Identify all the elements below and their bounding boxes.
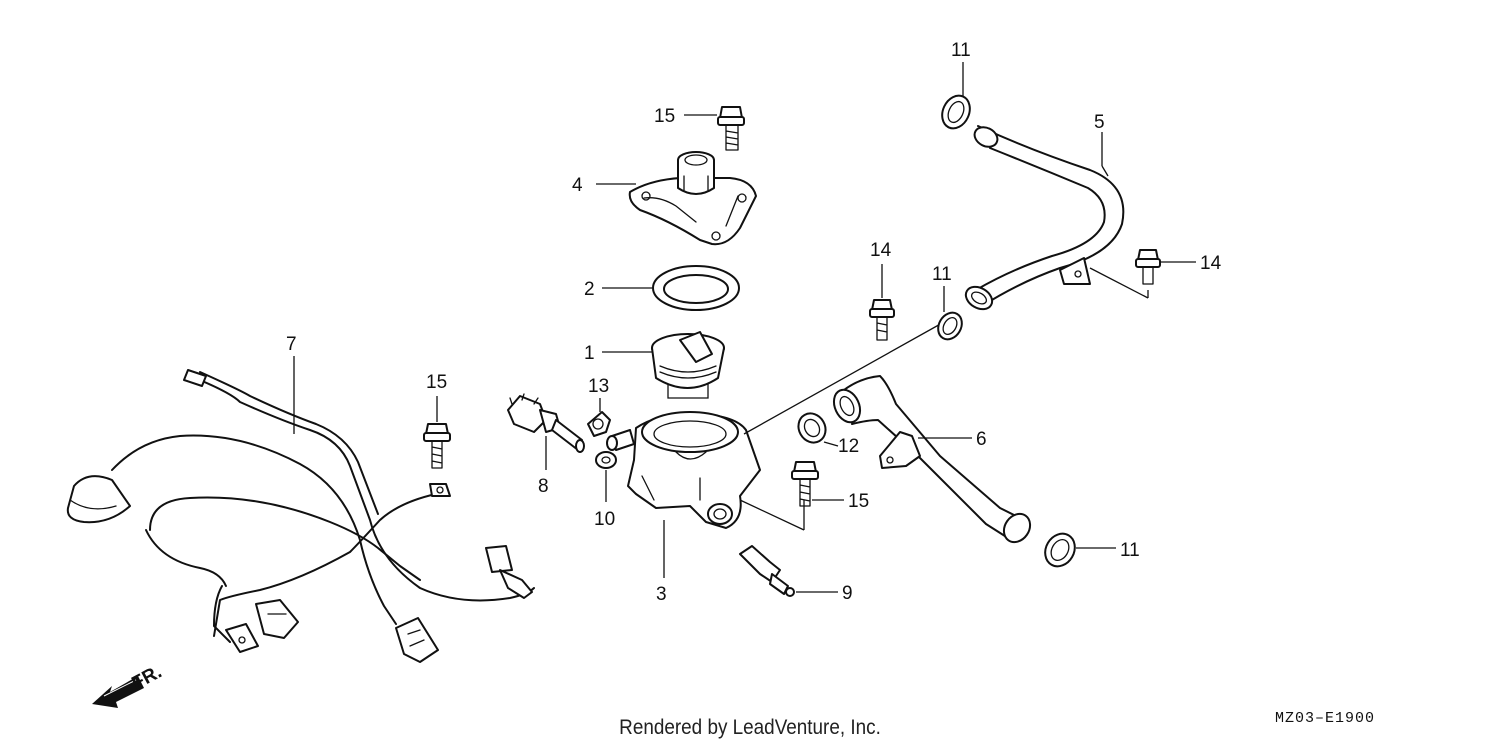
temp-switch-9[interactable] bbox=[739, 545, 795, 597]
callout-6: 6 bbox=[976, 429, 987, 450]
thermostat-cover-4[interactable] bbox=[628, 151, 757, 246]
callout-11-mid: 11 bbox=[932, 264, 952, 285]
thermostat-housing-3[interactable] bbox=[606, 411, 761, 529]
washer-10[interactable] bbox=[595, 451, 617, 469]
bolt-14-left[interactable] bbox=[869, 299, 895, 341]
callout-15-right: 15 bbox=[848, 491, 869, 512]
front-direction-arrow: FR. bbox=[92, 662, 165, 708]
lower-pipe-6[interactable] bbox=[829, 375, 1035, 547]
callout-11-top: 11 bbox=[951, 40, 971, 61]
callout-9: 9 bbox=[842, 583, 853, 604]
clip-13[interactable] bbox=[587, 411, 611, 437]
wire-harness-7[interactable] bbox=[66, 369, 535, 663]
callout-15-top: 15 bbox=[654, 106, 675, 127]
bolt-15-left[interactable] bbox=[423, 423, 451, 469]
callout-15-left: 15 bbox=[426, 372, 447, 393]
bolt-15-housing[interactable] bbox=[791, 461, 819, 507]
callout-10: 10 bbox=[594, 509, 615, 530]
callout-5: 5 bbox=[1094, 112, 1105, 133]
callout-12: 12 bbox=[838, 436, 859, 457]
bolt-14-right[interactable] bbox=[1135, 249, 1161, 285]
clamp-12[interactable] bbox=[793, 409, 831, 448]
clamp-11-bottom[interactable] bbox=[1039, 528, 1080, 571]
temp-sensor-8[interactable] bbox=[507, 393, 585, 453]
rendered-by-footer: Rendered by LeadVenture, Inc. bbox=[619, 716, 881, 739]
callout-11-bottom: 11 bbox=[1120, 540, 1140, 561]
thermostat-1[interactable] bbox=[651, 331, 725, 399]
callout-14-right: 14 bbox=[1200, 253, 1222, 274]
bolt-15-top[interactable] bbox=[717, 106, 745, 151]
callout-13: 13 bbox=[588, 376, 609, 397]
callout-3: 3 bbox=[656, 584, 667, 605]
upper-hose-5[interactable] bbox=[962, 123, 1125, 313]
clamp-11-mid[interactable] bbox=[933, 308, 966, 343]
callout-2: 2 bbox=[584, 279, 595, 300]
clamp-11-top[interactable] bbox=[937, 91, 975, 133]
callout-4: 4 bbox=[572, 175, 583, 196]
callout-14-left: 14 bbox=[870, 240, 892, 261]
o-ring-2[interactable] bbox=[652, 265, 740, 311]
callout-1: 1 bbox=[584, 343, 595, 364]
callout-8: 8 bbox=[538, 476, 549, 497]
callout-7: 7 bbox=[286, 334, 297, 355]
diagram-code: MZ03–E1900 bbox=[1274, 710, 1375, 727]
